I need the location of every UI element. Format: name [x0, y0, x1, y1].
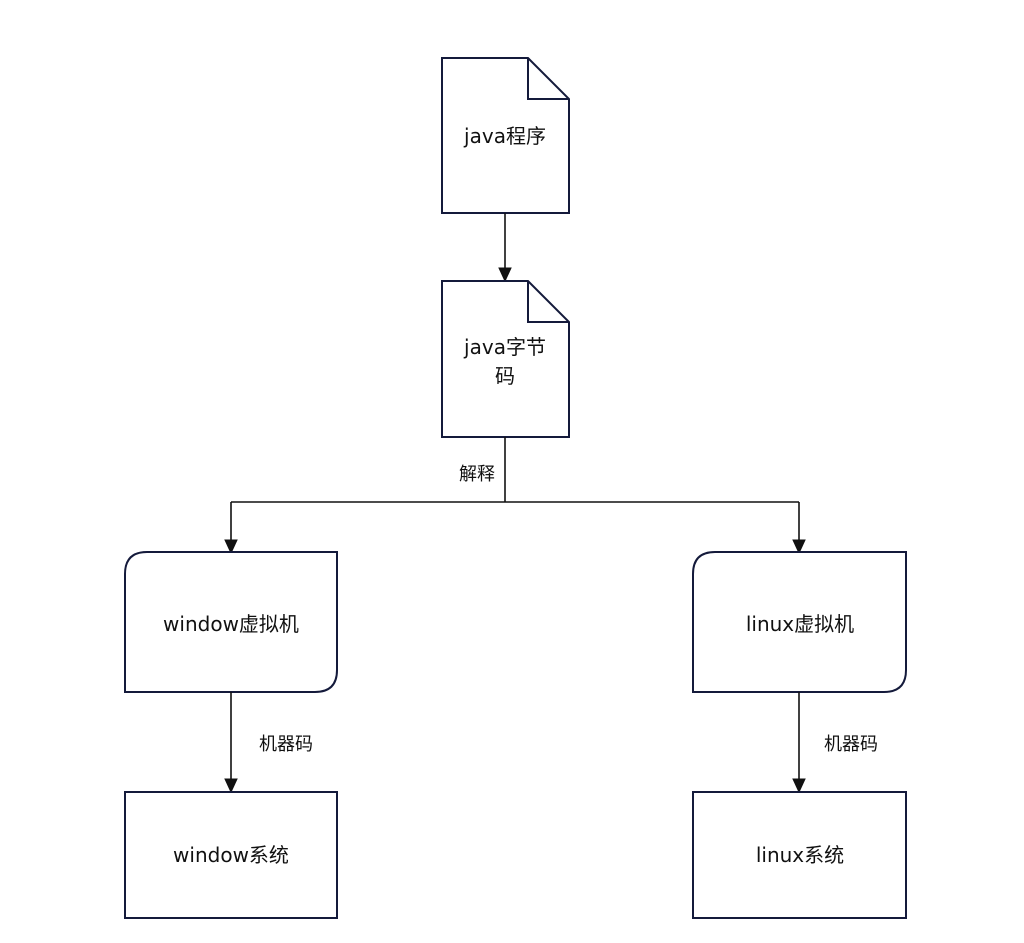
folded-corner: [527, 58, 569, 100]
window-machine-code-label: 机器码: [259, 734, 313, 755]
window-vm-node[interactable]: window虚拟机: [124, 551, 338, 693]
java-bytecode-node[interactable]: java字节 码: [441, 280, 570, 438]
arrowhead: [498, 267, 512, 283]
window-vm-label: window虚拟机: [163, 612, 299, 636]
linux-machine-code-label: 机器码: [824, 734, 878, 755]
java-program-label: java程序: [463, 124, 546, 148]
java-program-node[interactable]: java程序: [441, 57, 570, 214]
document-shape: [441, 57, 570, 214]
window-system-node[interactable]: window系统: [124, 791, 338, 919]
arrowhead: [224, 778, 238, 794]
java-bytecode-label-line1: java字节: [463, 335, 546, 359]
arrowhead: [224, 539, 238, 555]
edge-linux-machine-code: 机器码: [792, 692, 878, 794]
edge-interpret-split: 解释: [224, 437, 806, 555]
java-bytecode-label-line2: 码: [495, 364, 515, 388]
vm-shape: [124, 551, 338, 693]
system-box: [124, 791, 338, 919]
linux-system-node[interactable]: linux系统: [692, 791, 907, 919]
linux-vm-node[interactable]: linux虚拟机: [692, 551, 907, 693]
interpret-label: 解释: [459, 464, 495, 485]
arrowhead: [792, 778, 806, 794]
linux-vm-label: linux虚拟机: [746, 612, 854, 636]
window-system-label: window系统: [173, 843, 289, 867]
vm-shape: [692, 551, 907, 693]
edge-window-machine-code: 机器码: [224, 692, 313, 794]
system-box: [692, 791, 907, 919]
arrowhead: [792, 539, 806, 555]
document-shape: [441, 280, 570, 438]
folded-corner: [527, 281, 569, 323]
linux-system-label: linux系统: [756, 843, 844, 867]
edge-program-to-bytecode: [498, 213, 512, 283]
